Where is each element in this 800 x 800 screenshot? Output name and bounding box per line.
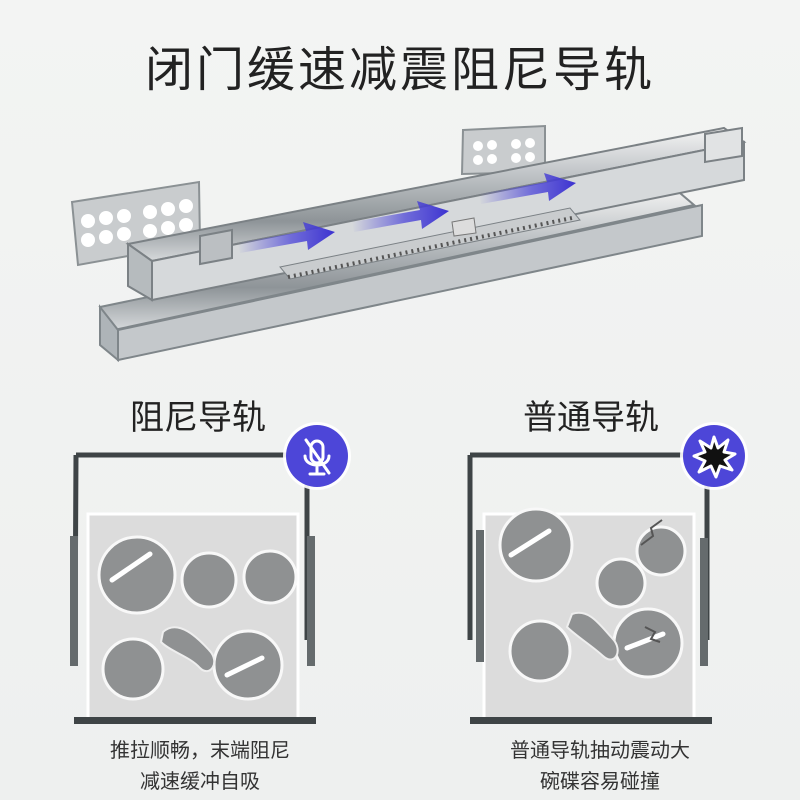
motion-arrows xyxy=(238,173,576,253)
impact-burst-icon xyxy=(683,425,745,487)
mute-microphone-icon xyxy=(286,425,348,487)
ordinary-drawer-diagram xyxy=(467,452,712,724)
damping-rail-caption: 推拉顺畅，末端阻尼 减速缓冲自吸 xyxy=(40,735,360,797)
damping-rail-label: 阻尼导轨 xyxy=(130,398,266,438)
damping-drawer-diagram xyxy=(70,452,316,724)
damping-rail-illustration xyxy=(70,124,747,363)
page-title: 闭门缓速减震阻尼导轨 xyxy=(144,42,655,98)
ordinary-rail-label: 普通导轨 xyxy=(523,398,659,438)
damping-caption-line-2: 减速缓冲自吸 xyxy=(140,769,260,793)
ordinary-caption-line-1: 普通导轨抽动震动大 xyxy=(510,738,690,762)
ordinary-rail-caption: 普通导轨抽动震动大 碗碟容易碰撞 xyxy=(440,735,760,797)
ordinary-caption-line-2: 碗碟容易碰撞 xyxy=(540,769,660,793)
back-bracket xyxy=(460,124,546,176)
damping-caption-line-1: 推拉顺畅，末端阻尼 xyxy=(110,738,290,762)
stacked-dishes xyxy=(97,535,298,701)
damper-spring xyxy=(279,207,581,280)
